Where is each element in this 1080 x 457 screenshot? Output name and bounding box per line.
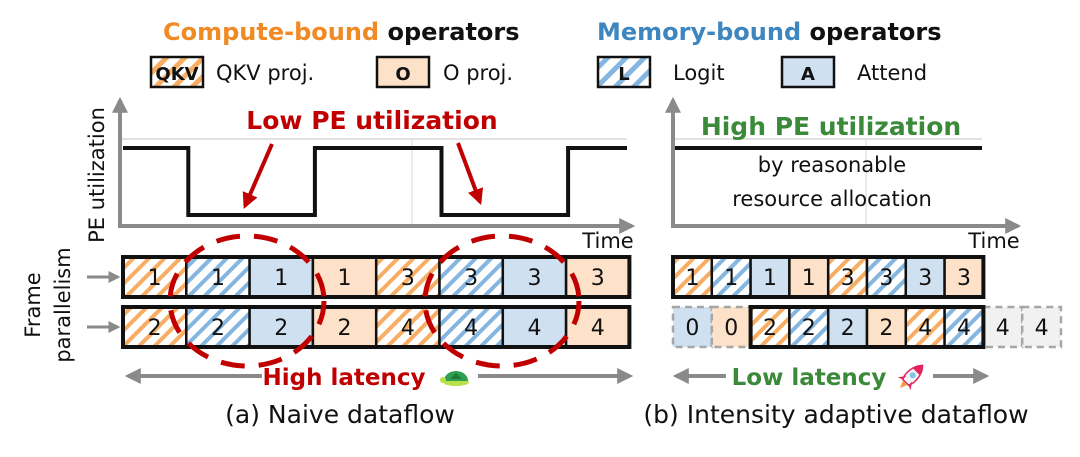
panel-b-latency: Low latency (b) Intensity adaptive dataf… [643,364,1029,429]
frame-number: 1 [763,266,777,291]
operators-label: operators [379,18,519,46]
legend: Compute-bound operators Memory-bound ope… [149,18,942,89]
op-cell-o-proj-ghost [1020,305,1063,349]
turtle-icon [440,371,469,386]
annotation-sub-line-1: by reasonable [758,153,906,177]
frame-number: 2 [879,316,893,341]
frame-number: 4 [1035,316,1049,341]
legend-swatch-logit [596,55,652,89]
legend-memory-title: Memory-bound operators [597,18,942,46]
frame-number: 3 [879,266,893,291]
frame-number: 4 [401,316,415,341]
frame-number: 3 [591,266,605,291]
legend-key-attend: A [801,64,815,85]
frame-number: 4 [918,316,932,341]
legend-key-qkv: QKV [155,64,198,85]
legend-swatch-attend [780,55,836,89]
frame-number: 1 [211,266,225,291]
frame-number: 2 [763,316,777,341]
panel-b-utilization-plot: High PE utilization by reasonable resour… [665,96,1022,253]
compute-bound-label: Compute-bound [163,18,379,46]
panel-b-caption: (b) Intensity adaptive dataflow [643,400,1028,429]
op-cell-o-proj-ghost [710,305,752,349]
frame-number: 2 [338,316,352,341]
op-cell-attend-ghost [671,305,714,349]
legend-swatch-o [375,55,431,89]
memory-bound-label: Memory-bound [597,18,801,46]
row-outline [121,255,632,299]
frame-number: 2 [841,316,855,341]
legend-label-o: O proj. [443,61,513,85]
annotation-sub-line-2: resource allocation [732,187,932,211]
frame-number: 1 [802,266,816,291]
panel-a-utilization-plot: Low PE utilization Time [112,96,636,253]
frame-parallelism-label-line2: parallelism [51,247,75,362]
frame-number: 4 [464,316,478,341]
schedule-row-2: 2 2 2 2 4 4 4 4 [121,305,632,349]
low-latency-label: Low latency [732,365,887,391]
legend-compute-title: Compute-bound operators [163,18,520,46]
frame-number: 1 [338,266,352,291]
frame-number: 0 [724,316,738,341]
legend-swatch-qkv [149,55,205,89]
panel-a-latency: High latency (a) Naive dataflow [124,365,634,429]
frame-number: 4 [996,316,1010,341]
utilization-step-line [123,146,627,217]
op-cell-attend [501,305,568,349]
low-pe-utilization-label: Low PE utilization [246,106,497,135]
legend-label-logit: Logit [673,61,725,85]
frame-number: 2 [148,316,162,341]
row-outline [671,255,986,299]
legend-label-attend: Attend [857,61,927,85]
panel-a-schedule: 1 1 1 1 3 3 3 3 2 2 2 2 4 4 4 4 [121,255,632,349]
frame-number: 4 [957,316,971,341]
frame-number: 0 [685,316,699,341]
legend-key-logit: L [618,64,629,85]
frame-number: 2 [802,316,816,341]
frame-number: 3 [527,266,541,291]
high-latency-label: High latency [263,365,426,391]
legend-label-qkv: QKV proj. [216,61,314,85]
frame-number: 3 [957,266,971,291]
frame-parallelism-label-line1: Frame [21,272,45,337]
annotation-arrow [242,143,274,209]
rocket-icon [897,364,924,391]
frame-number: 3 [841,266,855,291]
row-outline [748,305,986,349]
bottleneck-highlight-ellipse [167,233,327,369]
x-axis-label-time: Time [967,229,1019,253]
frame-number: 2 [211,316,225,341]
x-axis-label-time: Time [581,229,633,253]
bottleneck-highlight-ellipse [422,233,582,369]
frame-number: 3 [918,266,932,291]
frame-number: 1 [685,266,699,291]
legend-key-o: O [395,64,410,85]
panel-a-caption: (a) Naive dataflow [225,400,455,429]
frame-number: 1 [148,266,162,291]
annotation-arrow [456,142,484,205]
frame-number: 1 [274,266,288,291]
frame-number: 1 [724,266,738,291]
row-outline [121,305,632,349]
frame-number: 3 [401,266,415,291]
frame-number: 3 [464,266,478,291]
frame-number: 4 [527,316,541,341]
y-axis-label: PE utilization [85,107,109,243]
frame-number: 2 [274,316,288,341]
operators-label: operators [801,18,941,46]
frame-number: 4 [591,316,605,341]
high-pe-utilization-label: High PE utilization [701,112,961,141]
op-cell-attend [904,255,946,299]
schedule-row-1: 1 1 1 1 3 3 3 3 [121,255,632,299]
